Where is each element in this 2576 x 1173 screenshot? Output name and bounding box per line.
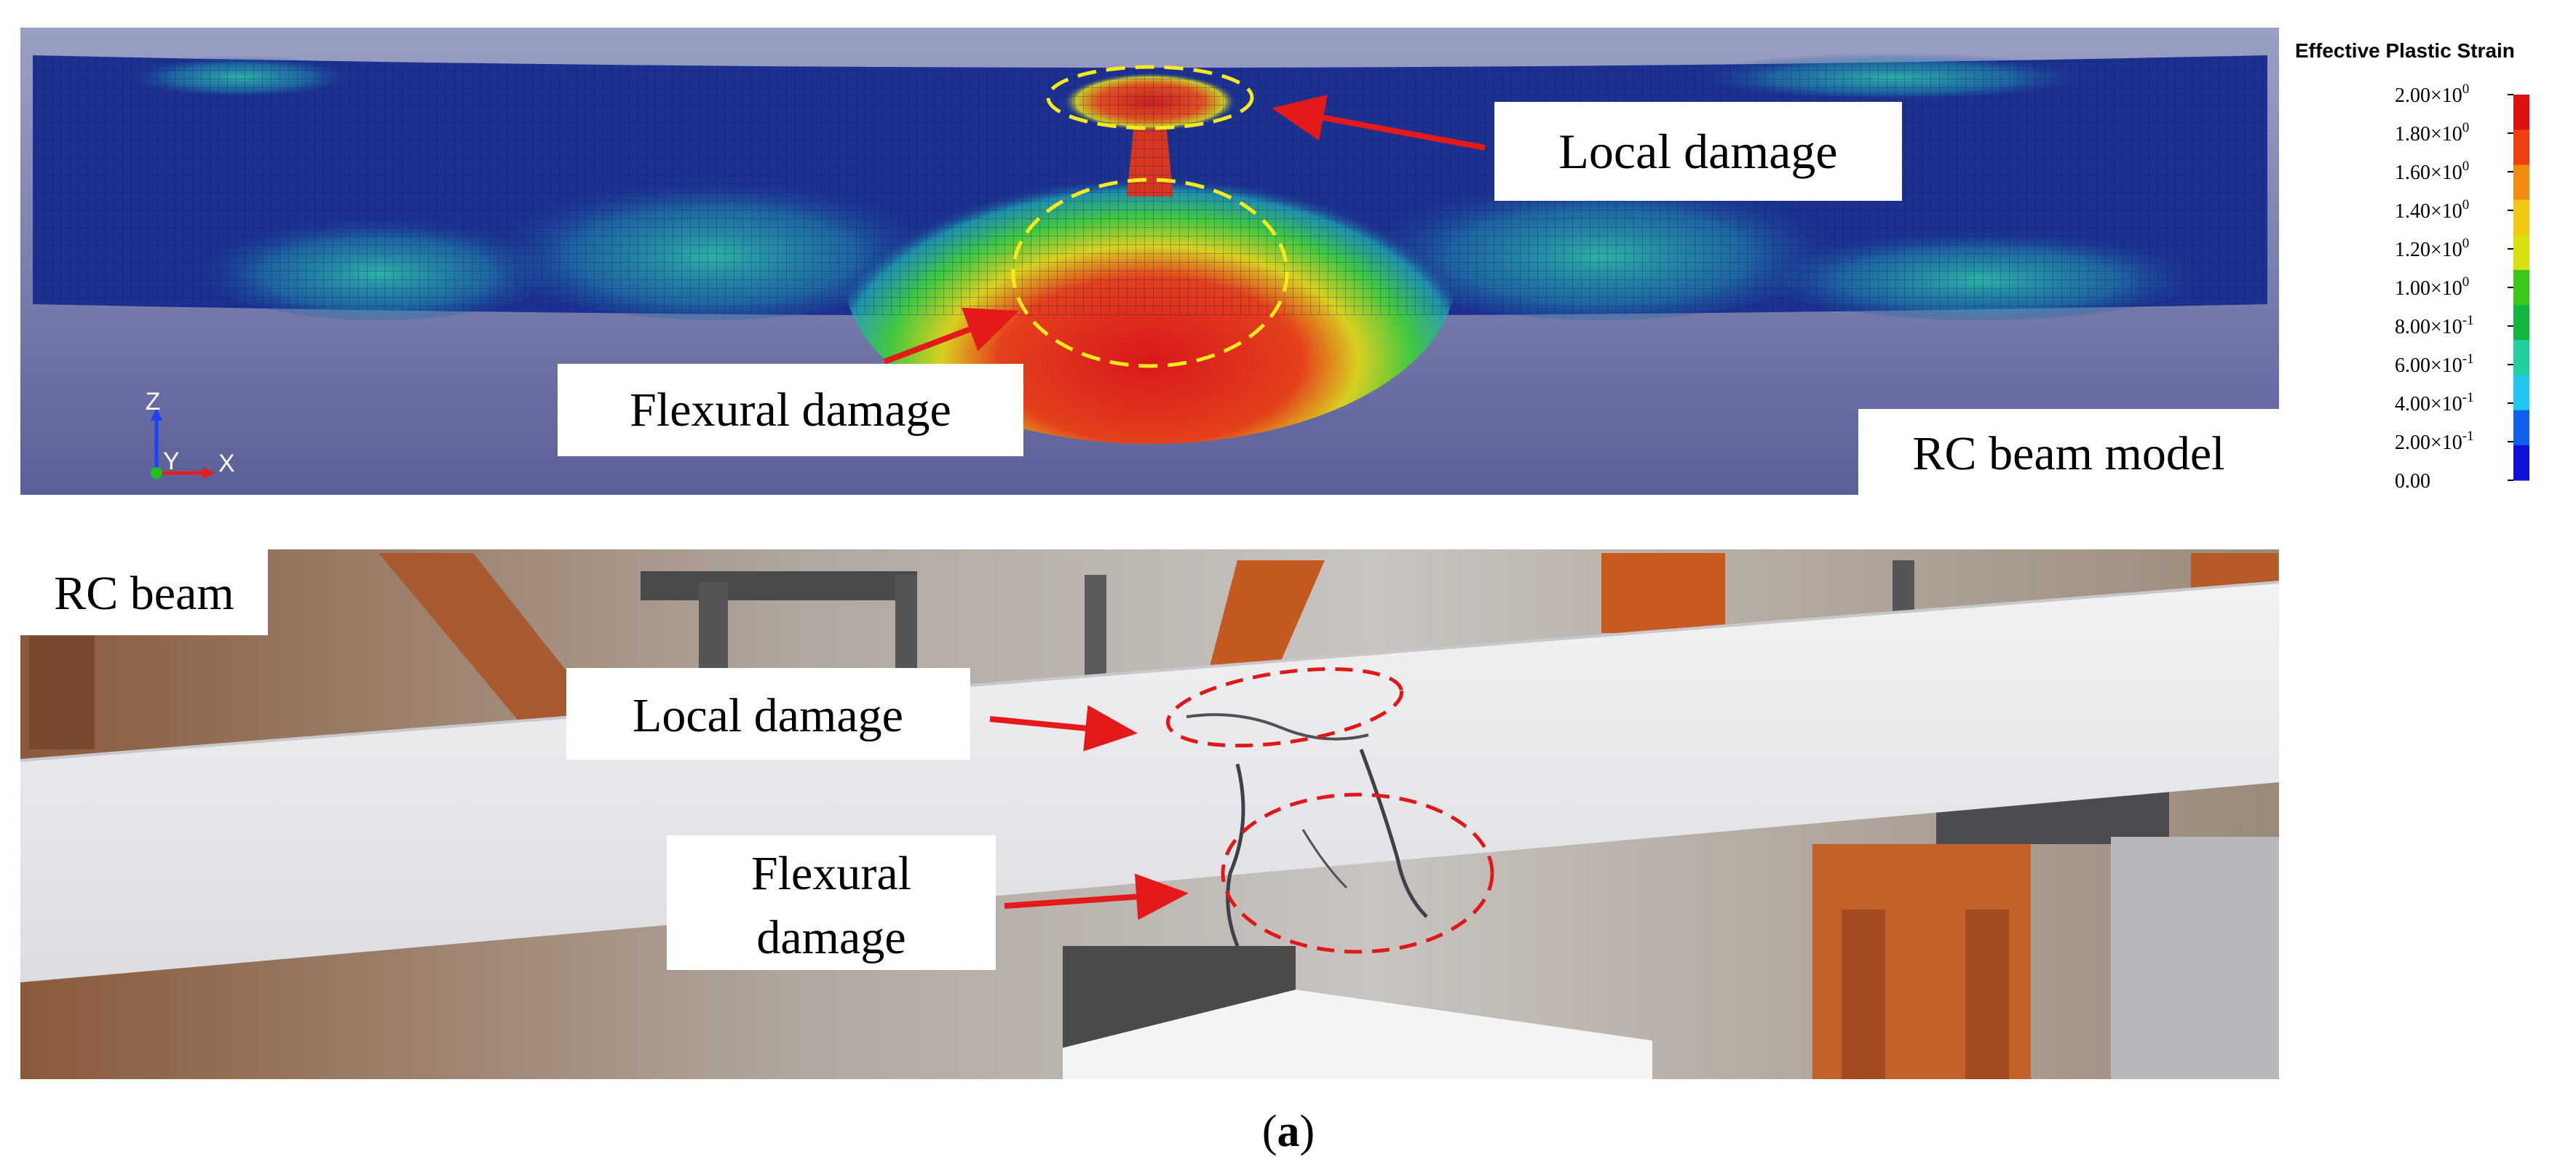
photo-local-damage-label-box — [566, 668, 970, 760]
photo-flexural-damage-label-line2: damage — [756, 911, 905, 964]
colorbar-tick-label: 6.00×10-1 — [2395, 351, 2474, 377]
local-damage-label-box — [1494, 102, 1902, 201]
axis-x-label: X — [218, 450, 235, 477]
colorbar: Effective Plastic Strain 2.00×100 1.80×10… — [2295, 39, 2529, 493]
colorbar-swatch — [2513, 269, 2529, 306]
colorbar-swatch — [2513, 375, 2529, 411]
photo-crack — [1359, 749, 1428, 918]
colorbar-tick-label: 2.00×100 — [2395, 81, 2469, 107]
photo-flexural-damage-label-line1: Flexural — [751, 847, 911, 900]
colorbar-swatch — [2513, 130, 2529, 165]
colorbar-tick-label: 1.60×100 — [2395, 159, 2469, 184]
colorbar-swatch — [2513, 95, 2529, 130]
photo-local-damage-label: Local damage — [633, 689, 903, 742]
mesh-grid — [33, 55, 2267, 316]
flexural-damage-ellipse — [1011, 178, 1289, 368]
flexural-damage-arrow — [883, 307, 1019, 365]
specimen-name-label: RC beam — [54, 567, 234, 620]
photo-crack — [1301, 829, 1348, 889]
colorbar-tick-label: 4.00×10-1 — [2395, 390, 2474, 415]
photo-orange-support — [1842, 910, 1885, 1079]
local-damage-label: Local damage — [1558, 124, 1837, 179]
local-damage-ellipse — [1046, 65, 1254, 130]
flexural-damage-label: Flexural damage — [630, 383, 951, 437]
colorbar-tick-label: 1.40×100 — [2395, 197, 2469, 223]
photo-crack — [1186, 713, 1369, 741]
colorbar-ticks: 2.00×100 1.80×100 1.60×100 1.40×100 1.20×100… — [2395, 81, 2513, 493]
colorbar-tick-label: 8.00×10-1 — [2395, 313, 2474, 338]
colorbar-swatch — [2513, 340, 2529, 375]
colorbar-swatches — [2513, 95, 2529, 481]
model-panel: Local damage Flexural damage RC beam mod… — [20, 28, 2279, 495]
photo-frame-post — [641, 571, 917, 600]
flexural-damage-label-box — [558, 364, 1023, 456]
photo-orange-brace — [379, 553, 611, 728]
model-name-label: RC beam model — [1913, 427, 2225, 480]
photo-orange-support — [1965, 910, 2009, 1079]
photo-flexural-damage-ellipse — [1221, 792, 1494, 954]
specimen-name-label-box — [20, 549, 268, 635]
axis-y-label: Y — [163, 448, 180, 475]
photo-flexural-damage-arrow — [1004, 873, 1189, 920]
colorbar-tick-label: 1.00×100 — [2395, 274, 2469, 300]
photo-orange-block — [1601, 553, 1725, 633]
model-name-label-box — [1858, 409, 2279, 495]
colorbar-swatch — [2513, 305, 2529, 341]
colorbar-swatch — [2513, 445, 2529, 481]
photo-local-damage-arrow — [989, 704, 1138, 752]
photo-panel: RC beam Local damage Flexural damage — [20, 549, 2280, 1079]
colorbar-swatch — [2513, 234, 2529, 271]
local-damage-arrow — [1272, 95, 1486, 151]
photo-flexural-damage-label-box — [667, 835, 996, 970]
photo-concrete-beam — [20, 582, 2279, 982]
colorbar-swatch — [2513, 164, 2529, 201]
photo-beam-top-edge — [20, 581, 2280, 762]
figure-caption: (a) — [1262, 1107, 1315, 1156]
colorbar-tick-label: 1.20×100 — [2395, 236, 2469, 261]
colorbar-title: Effective Plastic Strain — [2295, 39, 2515, 62]
colorbar-tick-label: 2.00×10-1 — [2395, 429, 2474, 454]
photo-local-damage-ellipse — [1165, 667, 1404, 748]
colorbar-swatch — [2513, 410, 2529, 446]
colorbar-swatch — [2513, 199, 2529, 236]
photo-white-plate — [1063, 990, 1652, 1079]
axis-z-label: Z — [146, 388, 161, 415]
colorbar-tick-label: 0.00 — [2395, 470, 2430, 493]
photo-grey-panel — [2111, 837, 2279, 1079]
colorbar-tick-label: 1.80×100 — [2395, 120, 2469, 146]
photo-crack — [1226, 763, 1245, 947]
axis-triad: Z Y X — [146, 388, 235, 479]
